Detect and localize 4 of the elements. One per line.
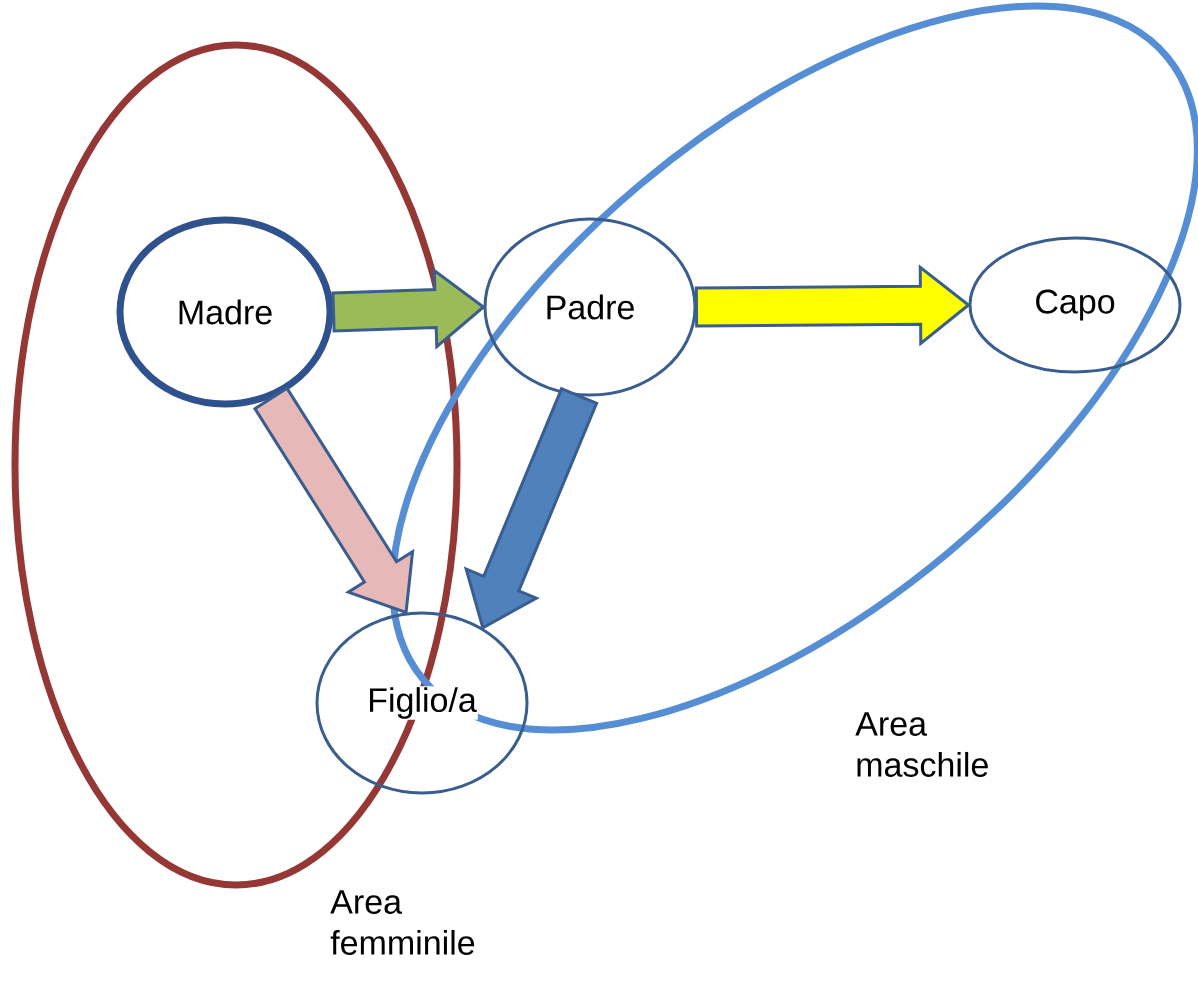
block-arrow [694, 264, 971, 347]
block-arrow [331, 267, 486, 350]
area-label: Area femminile [330, 890, 475, 955]
area-label: Area maschile [855, 712, 988, 777]
